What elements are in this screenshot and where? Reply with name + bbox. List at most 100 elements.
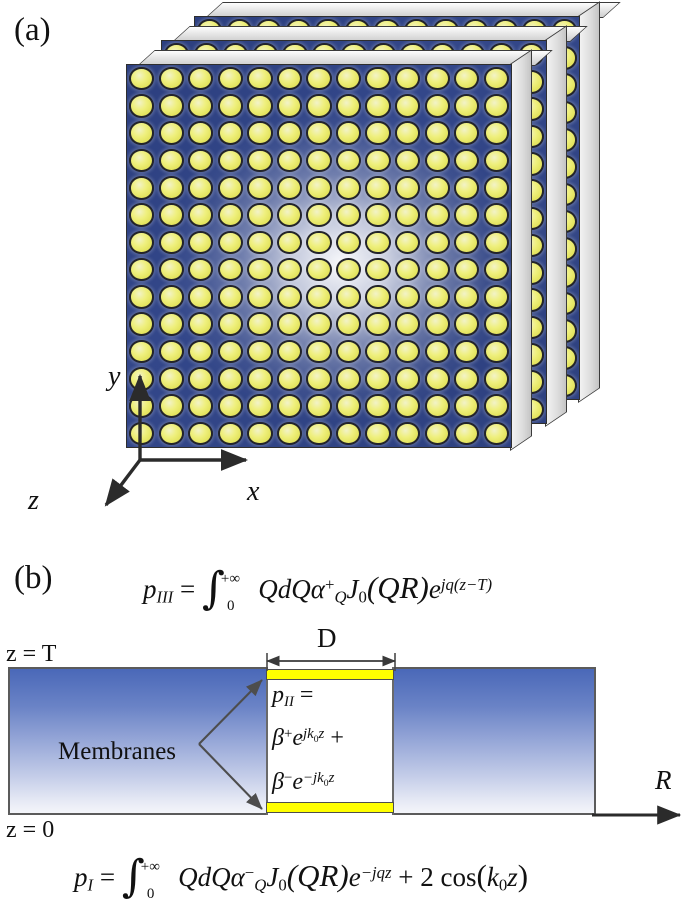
equation-p-two-line3: β−e−jk0z (272, 769, 334, 796)
membrane-hole (245, 283, 275, 310)
membrane-hole (363, 338, 393, 365)
membrane-hole (334, 392, 364, 419)
eq-bot-bessel-arg: (QR) (286, 858, 349, 893)
membrane-hole (304, 420, 334, 447)
membrane-top (266, 669, 394, 680)
eq-bot-alpha-sub: Q (254, 875, 267, 895)
membrane-hole (363, 201, 393, 228)
membrane-hole (127, 65, 157, 92)
membrane-hole (186, 92, 216, 119)
membrane-hole (127, 201, 157, 228)
eq-mid-exp-plus: jk (303, 725, 314, 742)
membrane-hole (216, 229, 246, 256)
membrane-hole (127, 174, 157, 201)
membrane-hole (393, 256, 423, 283)
eq-mid-exp-plus-z: z (318, 725, 325, 742)
panel-a-label: (a) (14, 12, 51, 48)
membrane-hole (275, 283, 305, 310)
membrane-hole (481, 65, 511, 92)
label-D: D (317, 623, 337, 653)
plate-side-edge-front (510, 49, 532, 451)
membrane-hole (186, 229, 216, 256)
membrane-hole (275, 229, 305, 256)
eq-mid-exp-plus-sub: 0 (313, 734, 319, 746)
membrane-hole (422, 365, 452, 392)
membrane-hole (452, 147, 482, 174)
membrane-hole (304, 92, 334, 119)
membrane-hole (393, 311, 423, 338)
membrane-hole (452, 365, 482, 392)
equation-p-two-line1: pII = (272, 682, 313, 711)
membrane-hole (304, 65, 334, 92)
membrane-hole (157, 311, 187, 338)
membrane-hole (452, 229, 482, 256)
membrane-hole (216, 147, 246, 174)
membrane-hole (481, 256, 511, 283)
membrane-hole (216, 120, 246, 147)
eq-mid-p: p (272, 682, 284, 708)
membrane-hole (363, 174, 393, 201)
label-R-axis: R (655, 765, 672, 795)
membrane-hole (393, 147, 423, 174)
membrane-hole (216, 283, 246, 310)
membrane-hole (245, 201, 275, 228)
membrane-hole (216, 338, 246, 365)
membrane-hole (186, 420, 216, 447)
eq-bot-cos-close: ) (517, 858, 529, 893)
membrane-hole (157, 147, 187, 174)
membrane-hole (275, 311, 305, 338)
eq-bot-cos-z: z (507, 862, 518, 892)
equation-p-one: pI = ∫+∞0 QdQα−QJ0(QR)e−jqz + 2 cos(k0z) (74, 855, 529, 903)
membrane-hole (334, 229, 364, 256)
eq-mid-beta-minus-sup: − (283, 769, 293, 786)
eq-top-alpha-sub: Q (334, 587, 347, 607)
eq-top-limit-lower: 0 (227, 598, 235, 614)
membrane-hole (157, 420, 187, 447)
membrane-hole (393, 420, 423, 447)
membrane-hole (452, 120, 482, 147)
eq-top-lhs-sub: III (156, 587, 174, 607)
membrane-hole (186, 392, 216, 419)
eq-top-bessel: J (346, 574, 359, 604)
membrane-hole (481, 229, 511, 256)
membrane-hole (186, 283, 216, 310)
membrane-hole (334, 365, 364, 392)
membrane-hole (452, 174, 482, 201)
membrane-hole (393, 392, 423, 419)
membrane-hole (393, 174, 423, 201)
membrane-hole (452, 392, 482, 419)
membrane-hole (481, 174, 511, 201)
membrane-hole (186, 147, 216, 174)
membrane-hole (422, 92, 452, 119)
dimension-D-arrow (266, 653, 396, 671)
panel-a: (a) y x z (14, 1, 621, 516)
membrane-hole (186, 311, 216, 338)
membrane-hole (422, 65, 452, 92)
membrane-hole (422, 256, 452, 283)
membrane-hole (275, 92, 305, 119)
membrane-hole (363, 120, 393, 147)
axis-label-x: x (247, 476, 260, 507)
eq-mid-exp-minus-z: z (328, 769, 335, 786)
membrane-hole (452, 256, 482, 283)
coordinate-axes (104, 373, 249, 507)
membrane-hole (157, 120, 187, 147)
membrane-hole (304, 338, 334, 365)
membrane-hole (245, 174, 275, 201)
membrane-hole (275, 365, 305, 392)
membrane-hole (245, 92, 275, 119)
membrane-hole (422, 338, 452, 365)
membrane-hole (275, 120, 305, 147)
equation-p-two-line2: β+ejk0z + (272, 725, 344, 752)
eq-mid-beta-minus: β (272, 769, 284, 795)
membrane-hole (393, 229, 423, 256)
membrane-hole (422, 420, 452, 447)
membrane-hole (334, 147, 364, 174)
membrane-hole (127, 147, 157, 174)
eq-top-equals: = (179, 574, 196, 604)
membrane-hole (452, 92, 482, 119)
membrane-hole (157, 65, 187, 92)
membrane-hole (245, 338, 275, 365)
membrane-hole (481, 338, 511, 365)
membrane-hole (363, 311, 393, 338)
